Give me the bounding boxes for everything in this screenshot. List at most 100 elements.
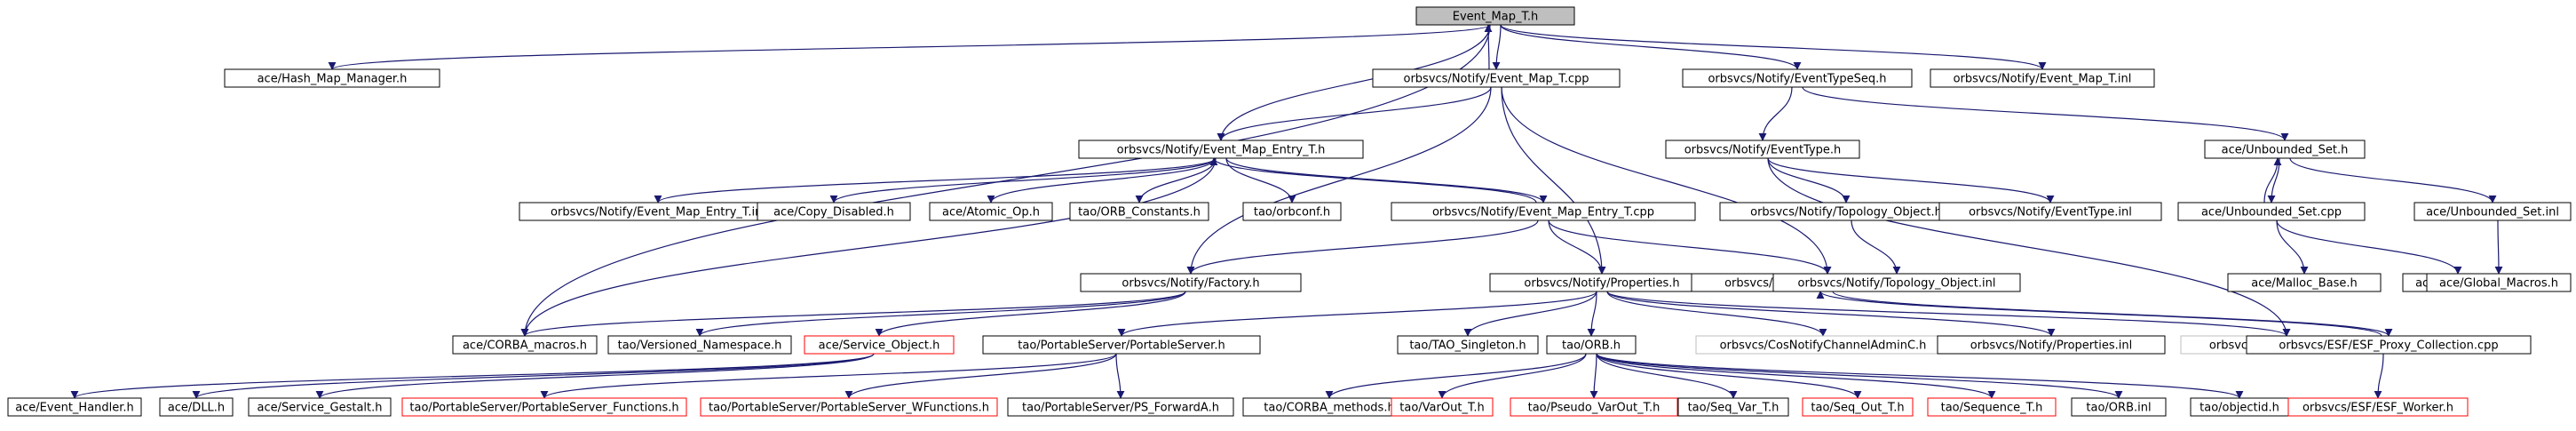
edge-n17-to-n23: [2276, 219, 2309, 275]
edge-n6-to-n10: [829, 157, 1217, 204]
node-n35[interactable]: orbsvcs/ESF/ESF_Proxy_Collection.cpp: [2246, 335, 2532, 355]
node-label: ace/Global_Macros.h: [2439, 277, 2558, 291]
node-n36[interactable]: ace/Event_Handler.h: [7, 397, 142, 417]
node-n29[interactable]: tao/PortableServer/PortableServer.h: [982, 335, 1261, 355]
node-box: [700, 397, 998, 417]
node-n48[interactable]: tao/ORB.inl: [2071, 397, 2167, 417]
node-label: orbsvcs/Notify/Properties.inl: [1970, 339, 2132, 353]
edge-n31-to-n43: [1438, 353, 1587, 399]
node-n19[interactable]: orbsvcs/Notify/Factory.h: [1080, 273, 1302, 292]
node-n2[interactable]: ace/Hash_Map_Manager.h: [224, 68, 440, 88]
edge-n7-to-n34: [1767, 157, 2291, 337]
node-box: [1546, 335, 1637, 355]
node-box: [2246, 335, 2532, 355]
node-box: [1677, 397, 1789, 417]
node-n43[interactable]: tao/VarOut_T.h: [1391, 397, 1494, 417]
node-n44[interactable]: tao/Pseudo_VarOut_T.h: [1510, 397, 1678, 417]
edge-n3-to-n19: [1186, 86, 1492, 275]
node-n40[interactable]: tao/PortableServer/PortableServer_WFunct…: [700, 397, 998, 417]
edge-n6-to-n9: [654, 157, 1217, 204]
node-label: tao/Seq_Out_T.h: [1811, 402, 1904, 415]
node-n1[interactable]: Event_Map_T.h: [1415, 6, 1575, 26]
edge-n31-to-n45: [1596, 353, 1738, 399]
node-n6[interactable]: orbsvcs/Notify/Event_Map_Entry_T.h: [1078, 140, 1364, 159]
node-box: [159, 397, 234, 417]
node-label: ace/Copy_Disabled.h: [773, 206, 894, 219]
node-n25[interactable]: ace/Global_Macros.h: [2426, 273, 2572, 292]
edge-n19-to-n27: [695, 291, 1186, 337]
node-label: tao/PortableServer/PortableServer_Functi…: [409, 402, 678, 415]
node-n26[interactable]: ace/CORBA_macros.h: [452, 335, 598, 355]
edge-n3-to-n20: [1501, 86, 1606, 275]
node-box: [2227, 273, 2382, 292]
node-n14[interactable]: orbsvcs/Notify/Event_Map_Entry_T.cpp: [1391, 202, 1696, 221]
edge-n20-to-n30: [1463, 291, 1597, 337]
edge-n29-to-n39: [540, 353, 1117, 399]
node-n7[interactable]: orbsvcs/Notify/EventType.h: [1665, 140, 1860, 159]
edge-n3-to-n1: [1484, 24, 1493, 70]
node-label: ace/Atomic_Op.h: [942, 206, 1040, 219]
node-n50[interactable]: orbsvcs/ESF/ESF_Worker.h: [2287, 397, 2469, 417]
node-n42[interactable]: tao/CORBA_methods.h: [1242, 397, 1416, 417]
node-n11[interactable]: ace/Atomic_Op.h: [929, 202, 1053, 221]
node-n49[interactable]: tao/objectid.h: [2190, 397, 2289, 417]
node-n12[interactable]: tao/ORB_Constants.h: [1069, 202, 1209, 221]
node-label: orbsvcs/Notify/Event_Map_Entry_T.inl: [551, 206, 765, 219]
node-n3[interactable]: orbsvcs/Notify/Event_Map_T.cpp: [1372, 68, 1621, 88]
node-n8[interactable]: ace/Unbounded_Set.h: [2204, 140, 2366, 159]
node-box: [2414, 202, 2572, 221]
node-box: [1682, 68, 1913, 88]
node-n27[interactable]: tao/Versioned_Namespace.h: [607, 335, 792, 355]
node-label: orbsvcs/Notify/Factory.h: [1122, 277, 1259, 291]
node-n16[interactable]: orbsvcs/Notify/EventType.inl: [1938, 202, 2162, 221]
node-n47[interactable]: tao/Sequence_T.h: [1927, 397, 2057, 417]
node-label: ace/DLL.h: [168, 402, 225, 415]
node-n22[interactable]: orbsvcs/Notify/Topology_Object.inl: [1772, 273, 2021, 292]
node-n38[interactable]: ace/Service_Gestalt.h: [248, 397, 392, 417]
node-n13[interactable]: tao/orbconf.h: [1242, 202, 1342, 221]
node-n46[interactable]: tao/Seq_Out_T.h: [1802, 397, 1914, 417]
node-n9[interactable]: orbsvcs/Notify/Event_Map_Entry_T.inl: [519, 202, 797, 221]
node-label: tao/PortableServer/PortableServer_WFunct…: [709, 402, 989, 415]
node-n33[interactable]: orbsvcs/Notify/Properties.inl: [1937, 335, 2166, 355]
node-box: [224, 68, 440, 88]
node-box: [929, 202, 1053, 221]
node-label: tao/ORB.inl: [2086, 402, 2151, 415]
node-box: [1242, 202, 1342, 221]
node-n37[interactable]: ace/DLL.h: [159, 397, 234, 417]
node-n45[interactable]: tao/Seq_Var_T.h: [1677, 397, 1789, 417]
node-n30[interactable]: tao/TAO_Singleton.h: [1397, 335, 1539, 355]
node-n41[interactable]: tao/PortableServer/PS_ForwardA.h: [1007, 397, 1234, 417]
node-n5[interactable]: orbsvcs/Notify/Event_Map_T.inl: [1930, 68, 2155, 88]
edge-n6-to-n13: [1225, 157, 1296, 204]
edge-n1-to-n6: [1217, 24, 1491, 141]
node-label: orbsvcs/Notify/EventType.inl: [1969, 206, 2132, 219]
node-label: tao/PortableServer/PS_ForwardA.h: [1022, 402, 1219, 415]
edge-n14-to-n19: [1186, 219, 1539, 275]
node-label: ace/Unbounded_Set.h: [2222, 144, 2349, 157]
node-n28[interactable]: ace/Service_Object.h: [804, 335, 955, 355]
node-label: ace/Service_Gestalt.h: [257, 402, 382, 415]
edge-n15-to-n22: [1851, 219, 1901, 275]
node-label: tao/ORB_Constants.h: [1078, 206, 1201, 219]
node-n23[interactable]: ace/Malloc_Base.h: [2227, 273, 2382, 292]
edge-n28-to-n37: [192, 353, 875, 399]
edge-n1-to-n4: [1500, 24, 1802, 70]
node-n4[interactable]: orbsvcs/Notify/EventTypeSeq.h: [1682, 68, 1913, 88]
node-n17[interactable]: ace/Unbounded_Set.cpp: [2177, 202, 2366, 221]
node-n15[interactable]: orbsvcs/Notify/Topology_Object.h: [1719, 202, 1973, 221]
node-label: orbsvcs/CosNotifyChannelAdminC.h: [1720, 339, 1927, 353]
node-n20[interactable]: orbsvcs/Notify/Properties.h: [1489, 273, 1715, 292]
node-box: [1772, 273, 2021, 292]
node-box: [982, 335, 1261, 355]
node-n18[interactable]: ace/Unbounded_Set.inl: [2414, 202, 2572, 221]
node-box: [1391, 202, 1696, 221]
node-n31[interactable]: tao/ORB.h: [1546, 335, 1637, 355]
node-label: orbsvcs/Notify/Event_Map_Entry_T.h: [1117, 144, 1326, 157]
node-box: [401, 397, 687, 417]
node-n10[interactable]: ace/Copy_Disabled.h: [757, 202, 911, 221]
node-label: orbsvcs/Notify/EventTypeSeq.h: [1708, 73, 1886, 86]
node-n39[interactable]: tao/PortableServer/PortableServer_Functi…: [401, 397, 687, 417]
node-box: [1080, 273, 1302, 292]
